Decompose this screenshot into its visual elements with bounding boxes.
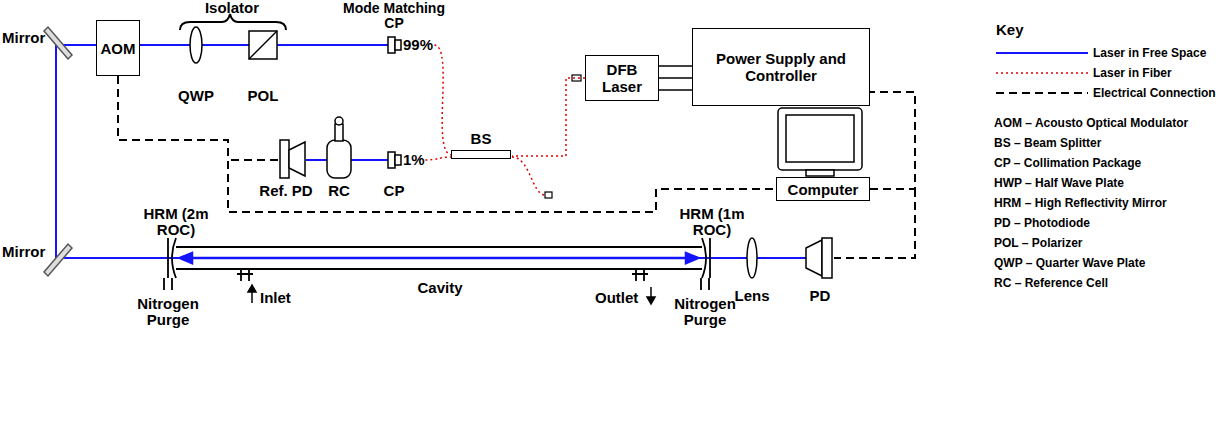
fiber-end — [545, 192, 552, 198]
computer-label-box: Computer — [776, 177, 870, 201]
reference-photodiode — [280, 140, 305, 178]
abbreviation-text: QWP – Quarter Wave Plate — [994, 256, 1145, 270]
node-text: BS — [471, 130, 492, 147]
part-label: Mode Matching CP — [333, 1, 455, 31]
fiber-link — [512, 78, 585, 156]
computer-monitor — [778, 108, 862, 176]
port-label: Nitrogen Purge — [131, 296, 205, 328]
cavity-beam — [180, 253, 698, 263]
mirror-symbol — [44, 27, 72, 276]
part-label: POL — [248, 88, 279, 104]
reference-cell — [327, 117, 351, 178]
legend-text: Laser in Fiber — [1093, 66, 1172, 80]
split-ratio: 1% — [403, 152, 425, 168]
group-label: Isolator — [205, 0, 259, 16]
electrical-wire — [228, 159, 278, 161]
port-label: Inlet — [260, 290, 291, 306]
electrical-wire — [118, 76, 776, 212]
part-label: CP — [384, 183, 405, 199]
part-label: Lens — [734, 288, 769, 304]
legend-title: Key — [996, 22, 1024, 38]
part-label: PD — [810, 288, 831, 304]
legend-sample — [996, 53, 1088, 93]
part-label: HRM (2m ROC) — [139, 206, 213, 238]
part-label: HRM (1m ROC) — [675, 206, 749, 238]
port-label: Nitrogen Purge — [668, 296, 742, 328]
fiber — [424, 45, 545, 195]
lens-symbol — [747, 238, 757, 278]
port-label: Outlet — [595, 290, 638, 306]
node-text: Power Supply and Controller — [693, 50, 869, 84]
abbreviation-text: BS – Beam Splitter — [994, 136, 1101, 150]
part-label: Ref. PD — [259, 183, 312, 199]
part-label: Cavity — [417, 280, 462, 296]
modulator-box: AOM — [96, 20, 140, 76]
part-label: Mirror — [2, 30, 45, 46]
node-text: AOM — [101, 40, 136, 57]
legend-text: Electrical Connection — [1093, 86, 1216, 100]
part-label: Mirror — [2, 244, 45, 260]
beam-splitter: BS — [450, 130, 512, 165]
controller-box: Power Supply and Controller — [692, 28, 870, 106]
abbreviation-text: AOM – Acousto Optical Modulator — [994, 116, 1188, 130]
quarter-wave-plate — [190, 27, 202, 63]
abbreviation-text: POL – Polarizer — [994, 236, 1082, 250]
node-text: DFB Laser — [586, 61, 658, 95]
abbreviation-text: RC – Reference Cell — [994, 276, 1108, 290]
split-ratio: 99% — [403, 37, 433, 53]
splitter-body — [451, 150, 511, 159]
abbreviation-text: PD – Photodiode — [994, 216, 1090, 230]
abbreviation-text: HWP – Half Wave Plate — [994, 176, 1124, 190]
electrical-wire — [659, 66, 692, 90]
legend-text: Laser in Free Space — [1093, 46, 1206, 60]
node-text: Computer — [788, 181, 859, 198]
electrical-wire — [870, 92, 915, 189]
part-label: RC — [328, 183, 350, 199]
abbreviation-text: CP – Collimation Package — [994, 156, 1141, 170]
photodiode — [806, 238, 832, 278]
part-label: QWP — [178, 88, 214, 104]
polarizer-cube — [249, 31, 277, 59]
laser-box: DFB Laser — [585, 55, 659, 101]
abbreviation-text: HRM – High Reflectivity Mirror — [994, 196, 1167, 210]
collimator-symbol — [388, 37, 401, 168]
